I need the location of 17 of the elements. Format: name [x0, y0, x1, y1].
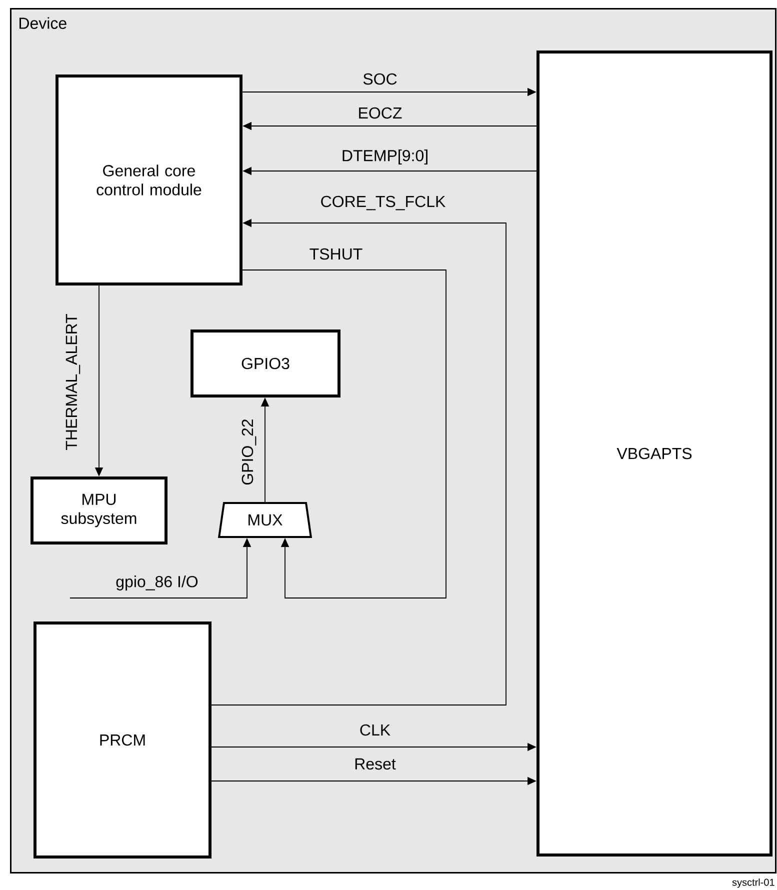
block-box: General core control module [56, 74, 242, 286]
edge-label: DTEMP[9:0] [342, 150, 428, 164]
figure-id: sysctrl-01 [732, 878, 774, 888]
block-box: GPIO3 [190, 330, 340, 398]
arrow [242, 270, 446, 598]
block-box: MPU subsystem [30, 476, 168, 544]
block-box: VBGAPTS [536, 50, 772, 856]
edge-label: CLK [360, 724, 390, 736]
edge-label: EOCZ [359, 107, 402, 119]
edge-label: TSHUT [310, 248, 362, 260]
edge-label: Reset [355, 758, 396, 770]
edge-label: CORE_TS_FCLK [321, 196, 446, 210]
edge-label: THERMAL_ALERT [66, 314, 80, 450]
edge-label: gpio_86 I/O [116, 576, 198, 590]
edge-label: GPIO_22 [242, 419, 256, 485]
block-box: PRCM [34, 622, 212, 858]
edge-label: SOC [363, 73, 397, 85]
